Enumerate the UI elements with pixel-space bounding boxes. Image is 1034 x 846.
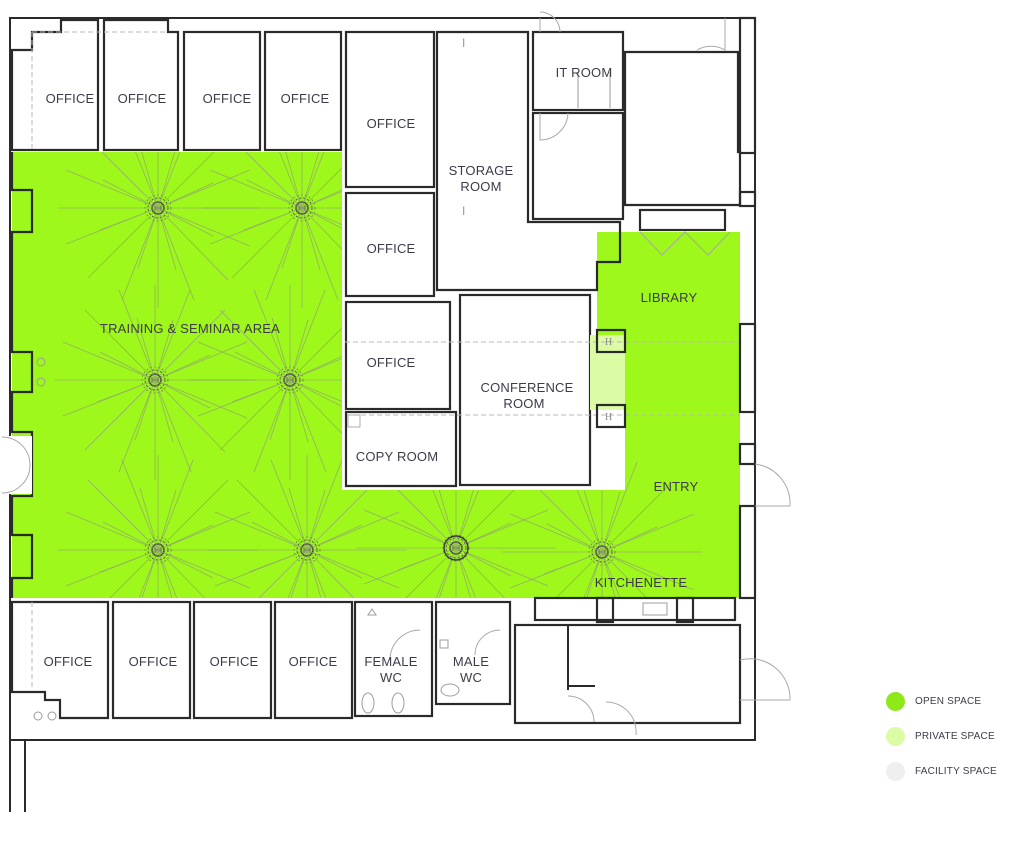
open-space-zone bbox=[12, 152, 740, 598]
label-office: OFFICE bbox=[129, 654, 178, 669]
restrooms bbox=[353, 600, 512, 718]
bottom-offices bbox=[10, 600, 354, 721]
label-kitchenette: KITCHENETTE bbox=[595, 575, 688, 590]
label-office: OFFICE bbox=[289, 654, 338, 669]
room-labels: OFFICE OFFICE OFFICE OFFICE OFFICE OFFIC… bbox=[44, 65, 699, 685]
legend-item-private-space: PRIVATE SPACE bbox=[886, 719, 997, 754]
legend-label: FACILITY SPACE bbox=[915, 766, 997, 777]
legend: OPEN SPACE PRIVATE SPACE FACILITY SPACE bbox=[886, 684, 997, 789]
label-office: OFFICE bbox=[46, 91, 95, 106]
open-space-swatch-icon bbox=[886, 692, 905, 711]
facility-space-swatch-icon bbox=[886, 762, 905, 781]
legend-item-open-space: OPEN SPACE bbox=[886, 684, 997, 719]
label-training-seminar-area: TRAINING & SEMINAR AREA bbox=[100, 321, 280, 336]
label-library: LIBRARY bbox=[641, 290, 698, 305]
label-office: OFFICE bbox=[367, 116, 416, 131]
label-office: OFFICE bbox=[367, 355, 416, 370]
svg-text:H: H bbox=[605, 412, 612, 423]
svg-text:H: H bbox=[605, 337, 612, 348]
top-offices bbox=[10, 18, 452, 411]
label-female-wc: FEMALE bbox=[364, 654, 417, 669]
label-office: OFFICE bbox=[203, 91, 252, 106]
label-entry: ENTRY bbox=[654, 479, 699, 494]
label-conference-room: CONFERENCE bbox=[480, 380, 573, 395]
left-wall-piers bbox=[1, 152, 46, 598]
label-male-wc: WC bbox=[460, 670, 482, 685]
label-office: OFFICE bbox=[281, 91, 330, 106]
label-office: OFFICE bbox=[210, 654, 259, 669]
legend-item-facility-space: FACILITY SPACE bbox=[886, 754, 997, 789]
label-office: OFFICE bbox=[44, 654, 93, 669]
svg-text:I: I bbox=[462, 36, 465, 50]
right-exterior-wall bbox=[639, 16, 791, 600]
label-conference-room: ROOM bbox=[503, 396, 544, 411]
label-copy-room: COPY ROOM bbox=[356, 449, 438, 464]
label-male-wc: MALE bbox=[453, 654, 489, 669]
private-space-swatch-icon bbox=[886, 727, 905, 746]
label-it-room: IT ROOM bbox=[556, 65, 613, 80]
legend-label: OPEN SPACE bbox=[915, 696, 982, 707]
conference-room: H H bbox=[345, 293, 740, 487]
copy-room bbox=[344, 410, 458, 488]
legend-label: PRIVATE SPACE bbox=[915, 731, 995, 742]
label-office: OFFICE bbox=[118, 91, 167, 106]
label-storage-room: ROOM bbox=[460, 179, 501, 194]
facility-rooms-north: I I bbox=[435, 11, 742, 292]
kitchenette-and-south-facility bbox=[513, 596, 791, 736]
label-storage-room: STORAGE bbox=[449, 163, 514, 178]
svg-text:I: I bbox=[462, 204, 465, 218]
label-office: OFFICE bbox=[367, 241, 416, 256]
label-female-wc: WC bbox=[380, 670, 402, 685]
